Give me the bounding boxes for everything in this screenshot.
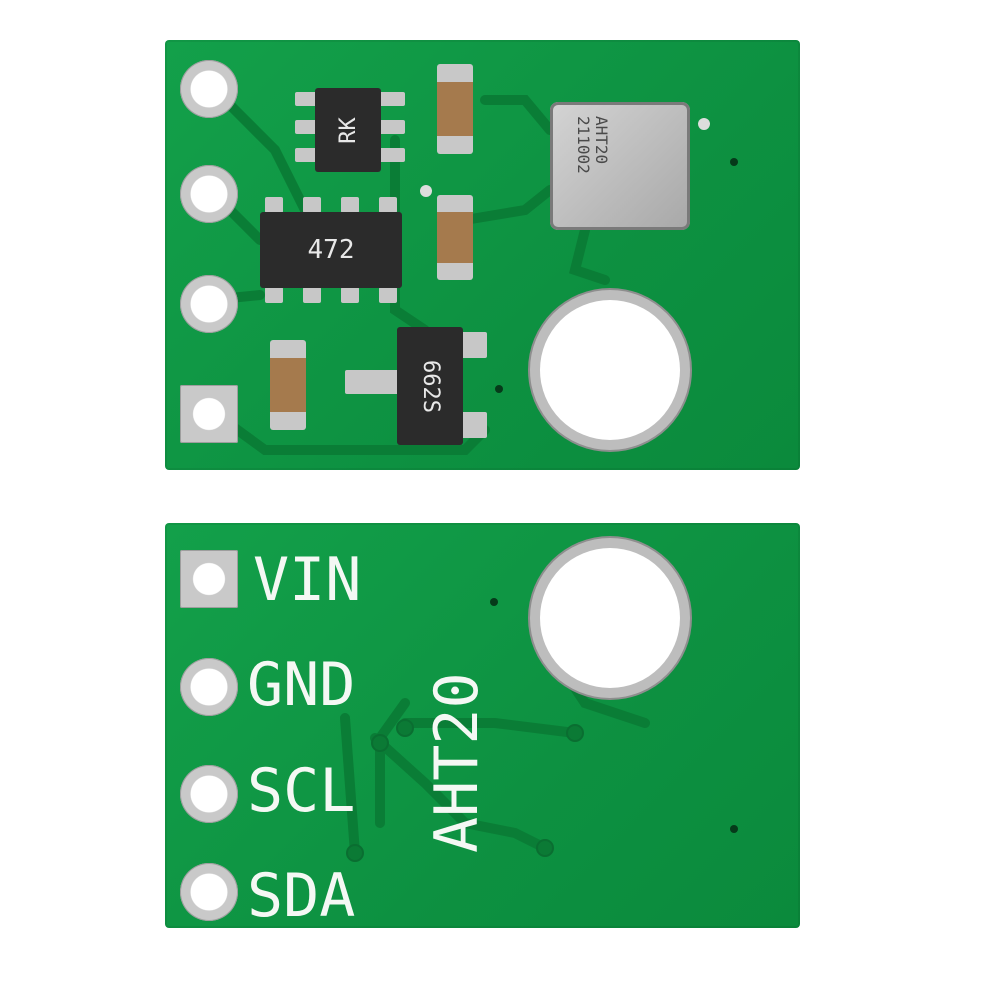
- top-pin-3: [180, 275, 238, 333]
- pin-label-sda: SDA: [247, 861, 356, 931]
- mounting-hole-top: [540, 300, 680, 440]
- top-pin-1: [180, 60, 238, 118]
- sensor-label-code: 211002: [574, 116, 593, 174]
- pcb-top-side: RK 472 662S AHT20 211002: [165, 40, 800, 470]
- pin-label-gnd: GND: [247, 650, 356, 720]
- sensor-label-model: AHT20: [592, 116, 611, 165]
- model-label: AHT20: [422, 672, 492, 853]
- top-pin-4: [180, 385, 238, 443]
- ic-chip-label: RK: [335, 116, 361, 144]
- pin-vin: [180, 550, 238, 608]
- aht20-sensor: AHT20 211002: [550, 102, 690, 230]
- bottom-traces: [340, 638, 650, 862]
- mounting-hole-bottom: [540, 548, 680, 688]
- resistor-array-label: 472: [307, 235, 355, 265]
- regulator-chip-label: 662S: [417, 359, 443, 413]
- pin-gnd: [180, 658, 238, 716]
- resistor-array: 472: [260, 212, 402, 288]
- pcb-bottom-side: VIN GND SCL SDA AHT20: [165, 523, 800, 928]
- capacitor-1: [437, 64, 473, 154]
- capacitor-2: [437, 195, 473, 280]
- capacitor-3: [270, 340, 306, 430]
- pin-scl: [180, 765, 238, 823]
- regulator-chip: 662S: [397, 327, 463, 445]
- top-pin-2: [180, 165, 238, 223]
- ic-chip: RK: [315, 88, 381, 172]
- pin-label-vin: VIN: [253, 545, 362, 615]
- pin-label-scl: SCL: [247, 756, 356, 826]
- pin-sda: [180, 863, 238, 921]
